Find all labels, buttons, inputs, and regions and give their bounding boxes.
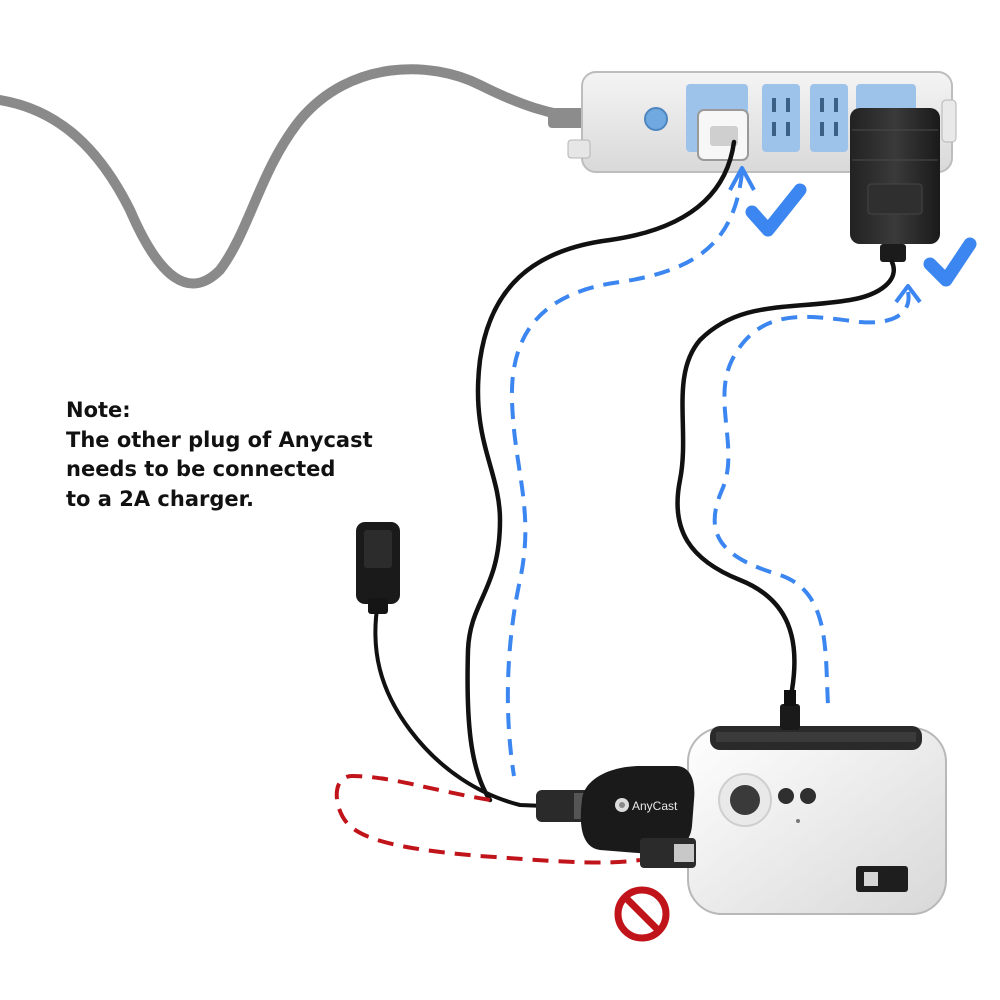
strip-switch [644,107,668,131]
note-text: Note: The other plug of Anycast needs to… [66,396,446,514]
mini-projector [687,690,947,915]
checkmark-icon [923,237,977,287]
note-heading: Note: [66,398,131,422]
correct-path-adapter [712,291,911,706]
note-line: to a 2A charger. [66,486,254,511]
checkmark-icon [745,183,807,237]
note-line: needs to be connected [66,457,336,481]
anycast-brand-label: AnyCast [632,799,678,813]
hdmi-extension-cable [373,600,547,808]
correct-path-arrow-adapter [894,284,922,304]
prohibited-icon [614,886,670,942]
correct-path-usb [505,171,744,777]
wrong-path [334,773,641,865]
mains-cord [0,64,590,289]
note-line: The other plug of Anycast [66,427,373,452]
projector-port [856,866,908,892]
usb-cable [465,139,737,803]
adapter-cable [675,259,896,715]
power-adapter [850,108,940,262]
cord-strain-relief [548,108,588,128]
hdmi-extension-plug [356,522,400,614]
correct-path-arrow-usb [728,166,756,191]
anycast-dongle [536,766,696,868]
